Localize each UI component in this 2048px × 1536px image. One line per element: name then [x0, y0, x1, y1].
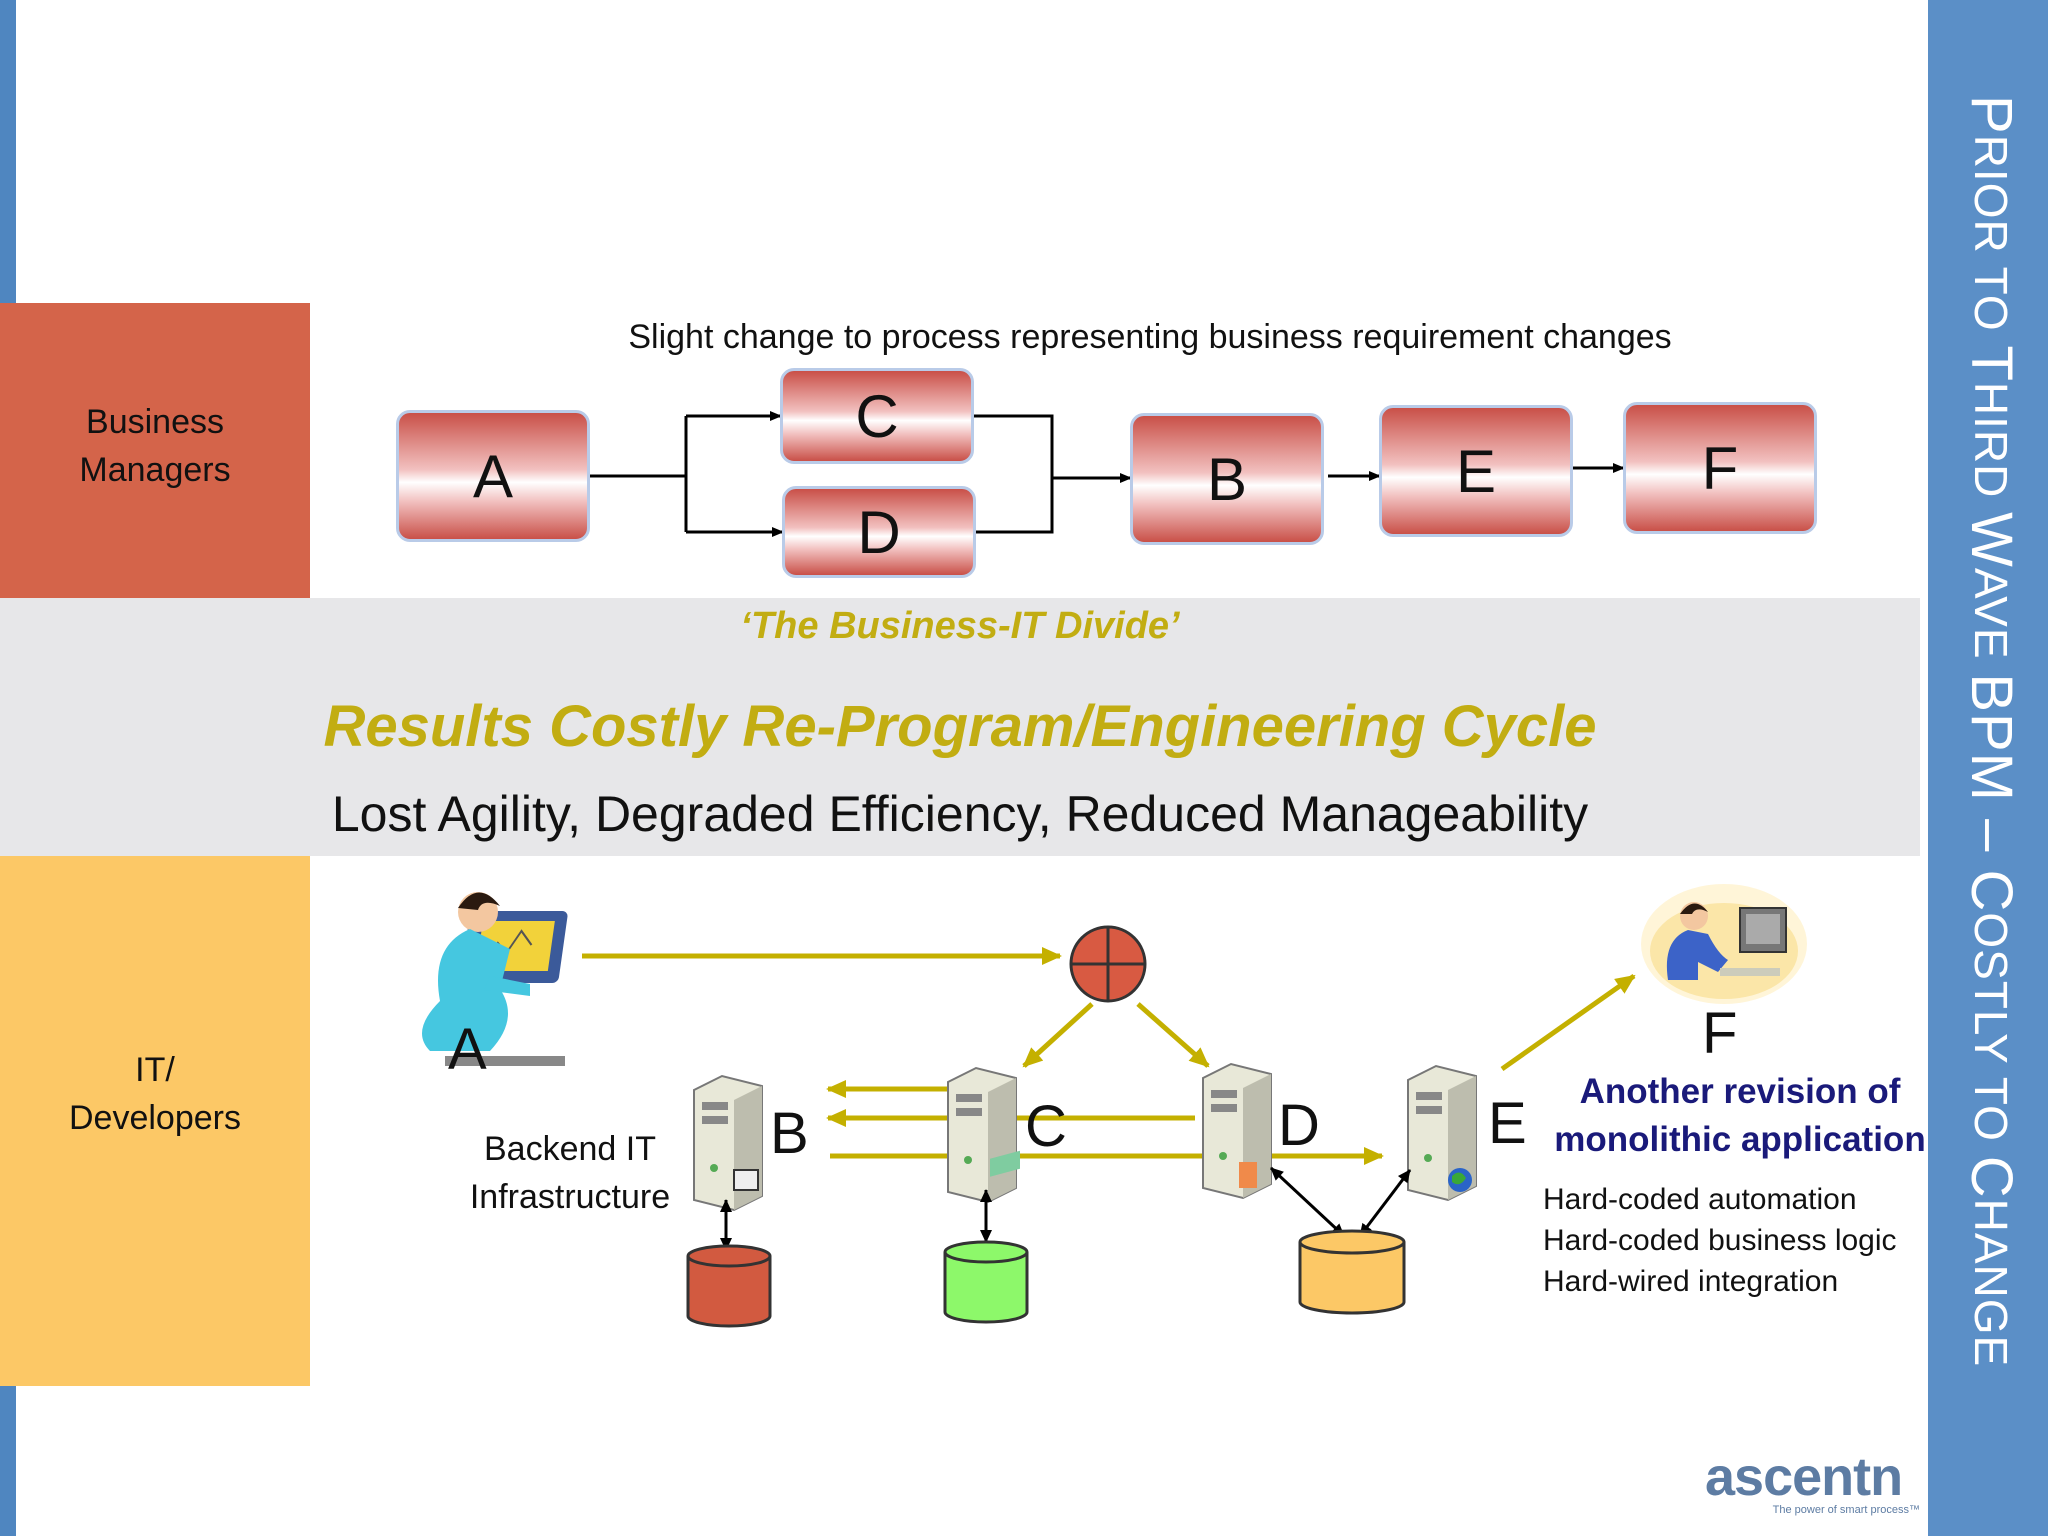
logo-tagline: The power of smart process™: [1772, 1504, 1920, 1516]
ascentn-logo: ascentn The power of smart process™: [1705, 1450, 1920, 1520]
server-c-icon: [947, 1066, 1020, 1204]
slide-title: PRIOR TO THIRD WAVE BPM – COSTLY TO CHAN…: [1958, 95, 2025, 1367]
hardcoded-item: Hard-coded business logic: [1543, 1224, 1897, 1257]
database-b-icon: [686, 1244, 772, 1328]
headline: Results Costly Re-Program/Engineering Cy…: [323, 694, 1597, 759]
database-c-icon: [943, 1240, 1029, 1324]
end-user-f-icon: [1641, 884, 1807, 1004]
it-developers-lane: IT/ Developers: [0, 856, 310, 1386]
logo-wordmark: ascentn: [1705, 1447, 1903, 1507]
process-step-f: F: [1623, 402, 1817, 534]
process-step-e-label: E: [1455, 437, 1497, 505]
process-step-a: A: [396, 410, 590, 542]
process-change-caption: Slight change to process representing bu…: [628, 318, 1672, 356]
server-d-icon: [1202, 1062, 1272, 1200]
process-step-c-label: C: [855, 382, 899, 450]
backend-label-line2: Infrastructure: [469, 1178, 671, 1216]
node-b-label: B: [770, 1101, 809, 1166]
slide-title-part: OSTLY TO: [1965, 912, 2017, 1156]
slide-title-part: HANGE: [1965, 1198, 2017, 1368]
slide-title-part: AVE: [1965, 567, 2017, 674]
developer-a-icon: [422, 892, 568, 1066]
slide-title-part: T: [1959, 345, 2024, 382]
node-e-label: E: [1488, 1091, 1527, 1156]
slide-title-part: W: [1959, 512, 2024, 568]
divide-label: ‘The Business-IT Divide’: [740, 605, 1180, 647]
server-b-icon: [693, 1074, 763, 1212]
business-lane-label-line1: Business: [86, 403, 224, 441]
business-managers-lane: Business Managers: [0, 303, 310, 598]
revision-label-line1: Another revision of: [1579, 1072, 1901, 1111]
process-step-b: B: [1130, 413, 1324, 545]
business-it-divide-band: [0, 598, 1920, 856]
process-step-b-label: B: [1206, 445, 1248, 513]
backend-infrastructure-label: Backend IT Infrastructure: [440, 1125, 700, 1221]
slide-title-part: BPM –: [1959, 673, 2024, 870]
hardcoded-item: Hard-wired integration: [1543, 1265, 1839, 1298]
revision-label-line2: monolithic application: [1554, 1120, 1926, 1159]
slide-title-part: HIRD: [1965, 381, 2017, 513]
revision-label: Another revision of monolithic applicati…: [1540, 1068, 1940, 1164]
it-lane-label-line1: IT/: [135, 1051, 175, 1089]
node-f-label: F: [1702, 1001, 1738, 1066]
title-side-band: [1928, 0, 2048, 1536]
process-step-d-label: D: [857, 498, 901, 566]
process-step-f-label: F: [1701, 434, 1739, 502]
business-lane-label-line2: Managers: [79, 451, 231, 489]
orchestration-node-icon: [1069, 925, 1147, 1003]
node-d-label: D: [1278, 1093, 1320, 1158]
slide-title-part: P: [1959, 95, 2024, 135]
process-step-d: D: [782, 486, 976, 578]
it-lane-label-line2: Developers: [69, 1099, 241, 1137]
node-a-label: A: [448, 1017, 487, 1082]
process-step-e: E: [1379, 405, 1573, 537]
it-infrastructure-diagram: [422, 884, 1807, 1328]
slide-title-part: C: [1959, 1155, 2024, 1199]
server-e-icon: [1407, 1064, 1477, 1202]
slide-title-part: RIOR TO: [1965, 134, 2017, 346]
process-step-c: C: [780, 368, 974, 464]
node-c-label: C: [1025, 1094, 1067, 1159]
database-shared-icon: [1298, 1229, 1406, 1315]
backend-label-line1: Backend IT: [484, 1130, 656, 1168]
slide-title-part: C: [1959, 869, 2024, 913]
business-process-connectors: [590, 411, 1625, 537]
process-step-a-label: A: [472, 442, 514, 510]
hardcoded-item: Hard-coded automation: [1543, 1183, 1857, 1216]
subline: Lost Agility, Degraded Efficiency, Reduc…: [331, 786, 1589, 842]
